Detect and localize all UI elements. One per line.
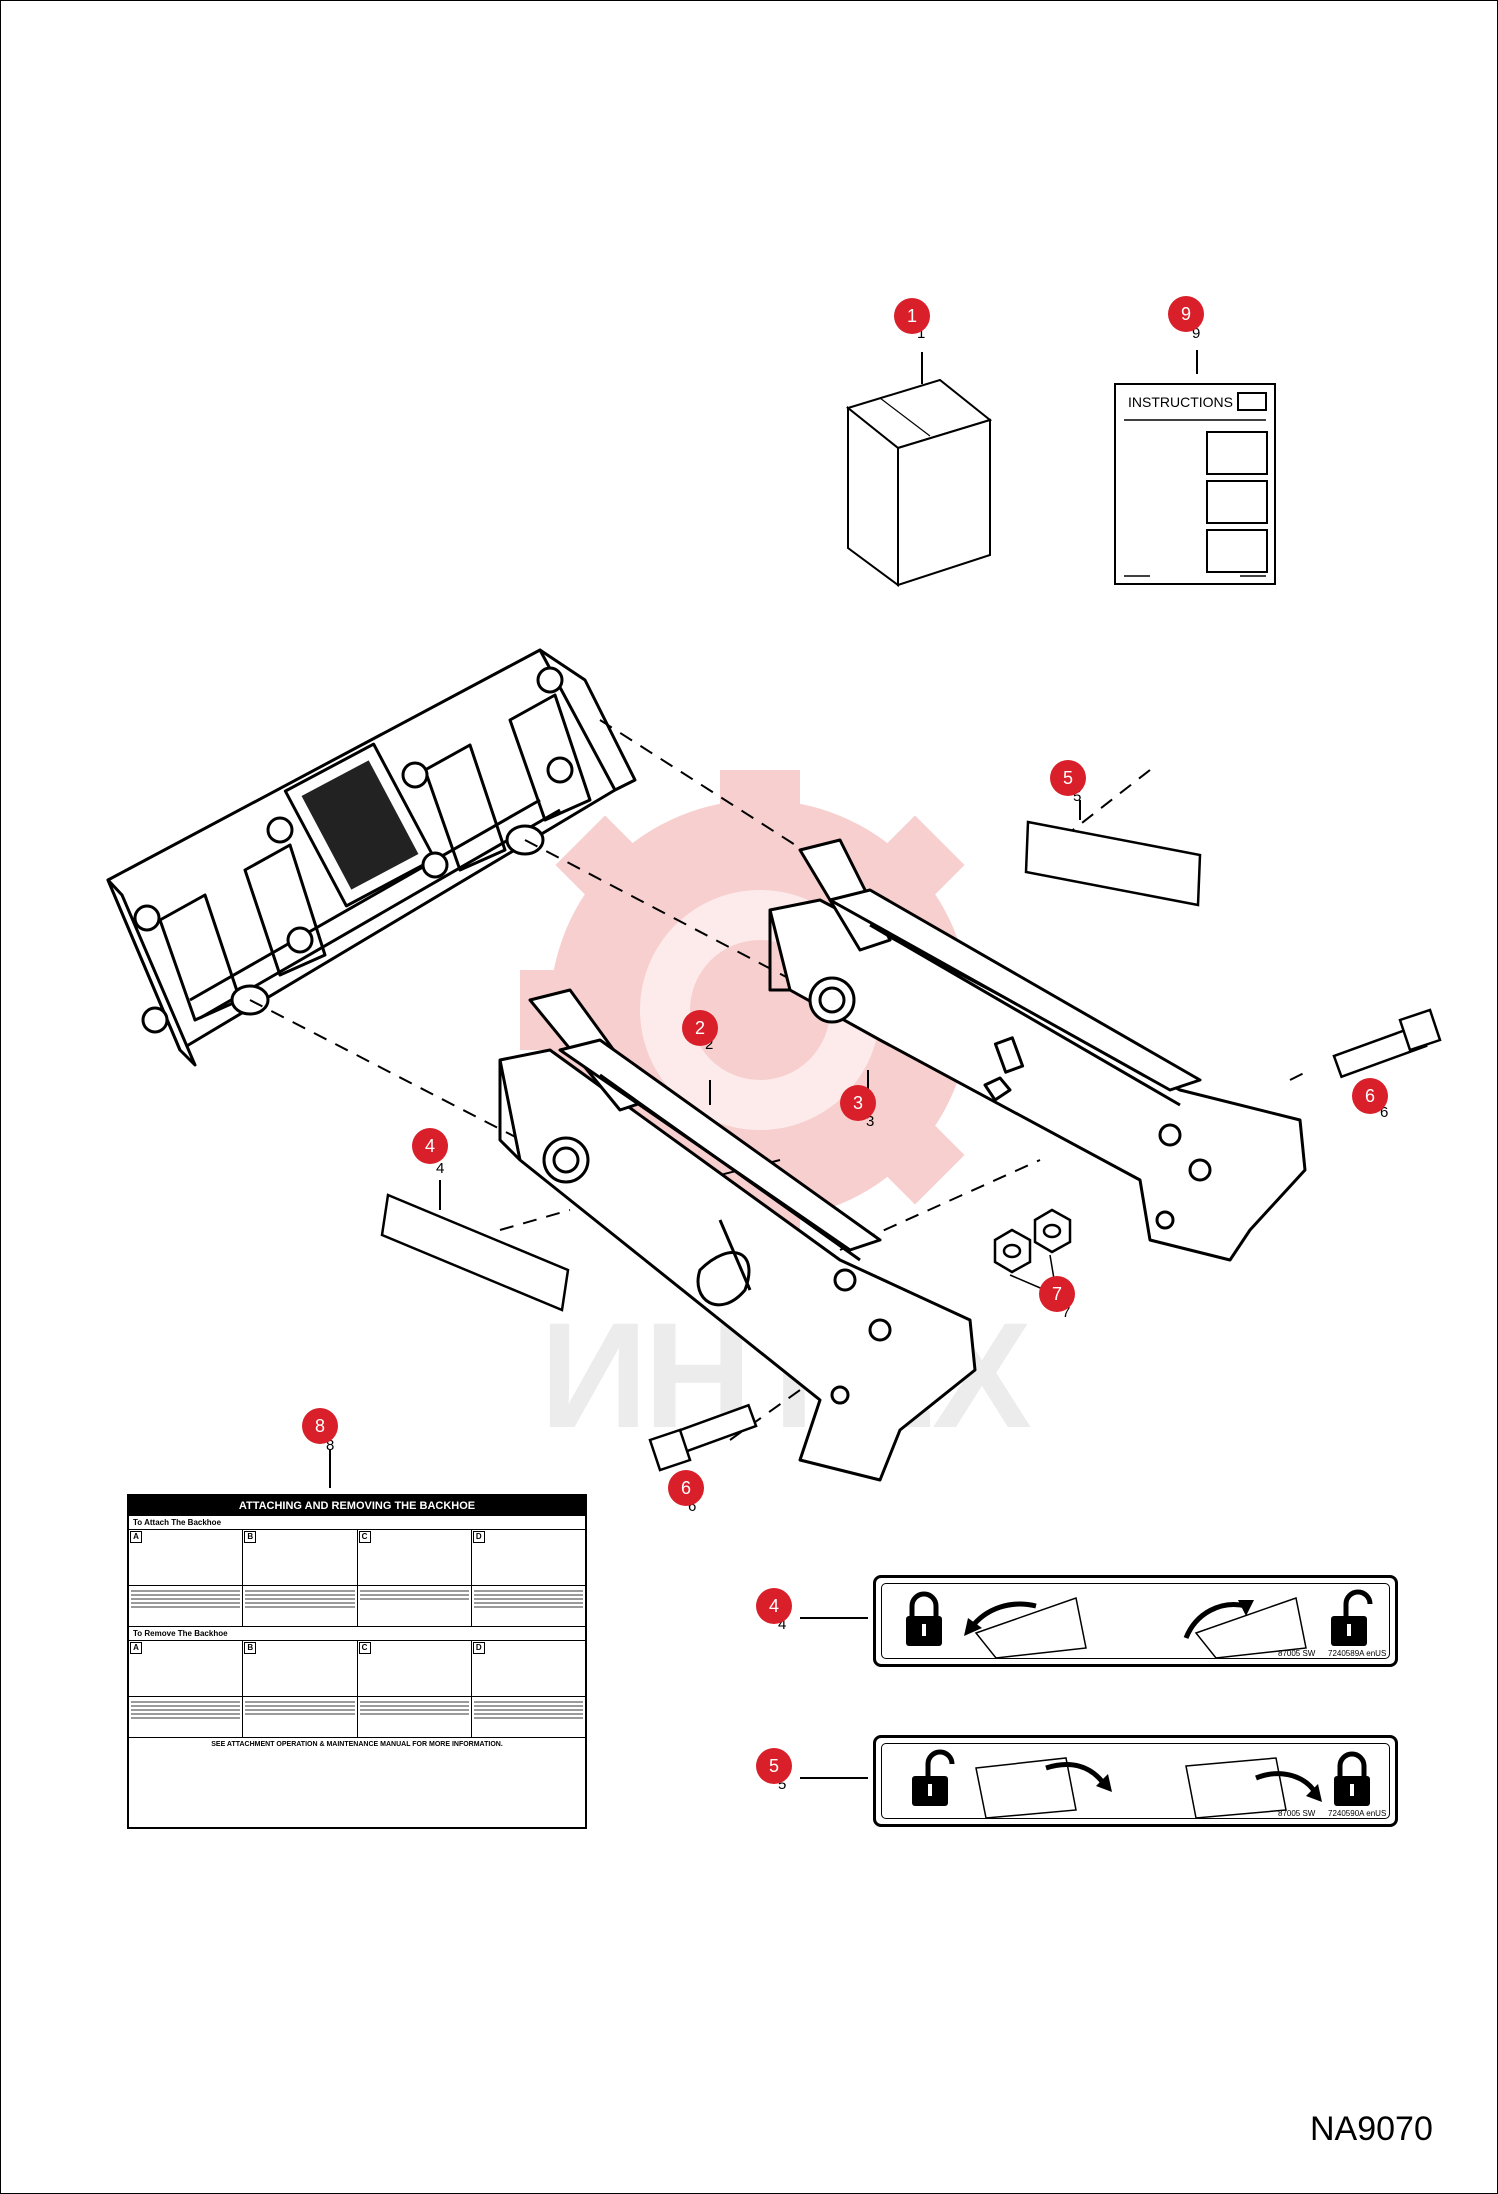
decal-5-code-left: 87005 SW	[1278, 1809, 1316, 1818]
callout-5b: 5	[756, 1748, 792, 1784]
rotate-right-arrow-icon	[1045, 1762, 1107, 1786]
item-label-7: 7	[1062, 1304, 1071, 1321]
decal-attach-remove-backhoe: ATTACHING AND REMOVING THE BACKHOE To At…	[127, 1494, 587, 1829]
step-letter: B	[244, 1642, 257, 1654]
step-letter: A	[130, 1642, 142, 1654]
item-label-2: 2	[705, 1036, 714, 1053]
callout-3: 3	[840, 1085, 876, 1121]
bolt-part-6-right	[1332, 1008, 1442, 1079]
step-letter: C	[358, 1642, 371, 1654]
item-label-1: 1	[917, 325, 926, 342]
step-letter: D	[472, 1531, 485, 1543]
decal-8-remove-heading: To Remove The Backhoe	[129, 1627, 585, 1641]
instructions-sheet-title: INSTRUCTIONS	[1128, 394, 1233, 410]
item-label-6a: 6	[1380, 1104, 1389, 1121]
instructions-sheet-part-9	[1114, 350, 1276, 585]
callout-7: 7	[1039, 1276, 1075, 1312]
decal-8-title: ATTACHING AND REMOVING THE BACKHOE	[129, 1496, 585, 1516]
callout-4: 4	[412, 1128, 448, 1164]
decal-8-footer: SEE ATTACHMENT OPERATION & MAINTENANCE M…	[211, 1741, 503, 1748]
item-label-9: 9	[1192, 325, 1201, 342]
bracket-part-3	[768, 838, 1307, 1262]
step-letter: D	[472, 1642, 485, 1654]
decal-4-code-left: 87005 SW	[1278, 1649, 1316, 1658]
callout-1: 1	[894, 298, 930, 334]
decal-strip-part-4	[380, 1180, 570, 1312]
bolt-part-6-left	[648, 1403, 758, 1472]
decal-strip-part-5	[1024, 800, 1202, 907]
unlocked-padlock-icon	[912, 1749, 955, 1806]
decal-lock-lever-4: 87005 SW 7240589A enUS	[873, 1575, 1398, 1667]
decal-5-graphics	[912, 1749, 1370, 1819]
decal-8-remove-illustrations: A B C D	[129, 1641, 585, 1697]
callout-4b: 4	[756, 1588, 792, 1624]
decal-8-remove-text	[129, 1697, 585, 1738]
callout-9: 9	[1168, 296, 1204, 332]
decal-8-attach-heading: To Attach The Backhoe	[129, 1516, 585, 1530]
step-letter: B	[244, 1531, 257, 1543]
item-label-6b: 6	[688, 1498, 697, 1515]
decal-4-code-right: 7240589A enUS	[1328, 1649, 1387, 1658]
drawing-id: NA9070	[1310, 2110, 1433, 2148]
callout-6b: 6	[668, 1470, 704, 1506]
item-label-8: 8	[326, 1437, 335, 1454]
decal-4-graphics	[906, 1589, 1373, 1659]
locked-padlock-icon	[906, 1591, 942, 1646]
mounting-frame-plate	[106, 648, 637, 1067]
decal-8-attach-text	[129, 1586, 585, 1627]
item-label-5: 5	[1073, 788, 1082, 805]
item-label-4: 4	[436, 1160, 445, 1177]
item-label-5b: 5	[778, 1776, 787, 1793]
rotate-down-arrow-icon	[1255, 1771, 1319, 1796]
item-label-4b: 4	[778, 1616, 787, 1633]
callout-6a: 6	[1352, 1078, 1388, 1114]
step-letter: C	[358, 1531, 371, 1543]
box-part-1	[845, 352, 993, 587]
item-label-3: 3	[866, 1113, 875, 1130]
nut-part-7	[993, 1208, 1072, 1291]
rotate-right-arrow-icon	[1183, 1602, 1247, 1640]
decal-5-code-right: 7240590A enUS	[1328, 1809, 1387, 1818]
locked-padlock-icon	[1334, 1751, 1370, 1806]
rotate-left-arrow-icon	[969, 1601, 1037, 1630]
callout-8: 8	[302, 1408, 338, 1444]
decal-8-attach-illustrations: A B C D	[129, 1530, 585, 1586]
callout-5: 5	[1050, 760, 1086, 796]
unlocked-padlock-icon	[1331, 1589, 1373, 1646]
bracket-part-2	[498, 988, 977, 1482]
step-letter: A	[130, 1531, 142, 1543]
decal-lock-lever-5: 87005 SW 7240590A enUS	[873, 1735, 1398, 1827]
callout-2: 2	[682, 1010, 718, 1046]
